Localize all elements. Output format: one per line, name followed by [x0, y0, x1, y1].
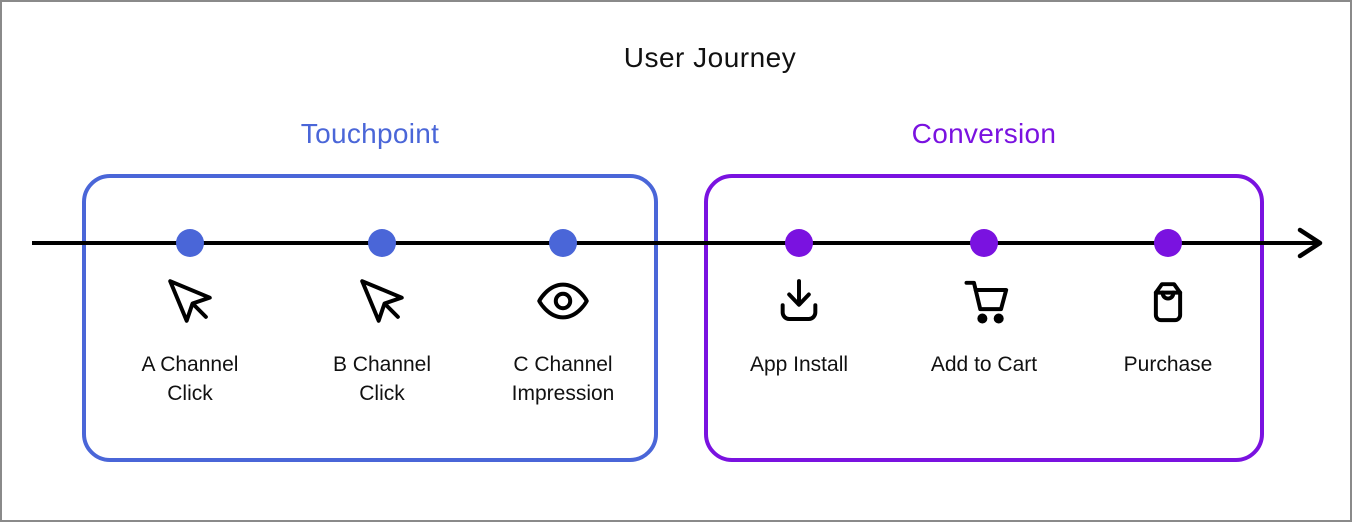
timeline-dot: [970, 229, 998, 257]
timeline-dot: [785, 229, 813, 257]
timeline-dot: [1154, 229, 1182, 257]
step-purchase: Purchase: [1078, 272, 1258, 379]
step-a-channel-click: A Channel Click: [100, 272, 280, 408]
step-label: B Channel Click: [332, 353, 432, 405]
timeline-dot: [549, 229, 577, 257]
step-label: Purchase: [1123, 353, 1213, 376]
group-label-conversion: Conversion: [911, 118, 1057, 149]
group-label-touchpoint: Touchpoint: [300, 118, 440, 149]
step-label: App Install: [749, 353, 849, 376]
step-add-to-cart: Add to Cart: [894, 272, 1074, 379]
conversion-group-box: [704, 174, 1264, 462]
cursor-click-icon: [162, 272, 218, 330]
step-label: A Channel Click: [141, 353, 239, 405]
eye-icon: [532, 272, 594, 330]
timeline-arrowhead-icon: [1297, 227, 1323, 259]
step-app-install: App Install: [709, 272, 889, 379]
step-b-channel-click: B Channel Click: [292, 272, 472, 408]
touchpoint-group-box: [82, 174, 658, 462]
cursor-click-icon: [354, 272, 410, 330]
step-label: Add to Cart: [930, 353, 1038, 376]
diagram-title: User Journey: [623, 42, 797, 73]
shopping-bag-icon: [1140, 272, 1196, 330]
step-c-channel-impression: C Channel Impression: [473, 272, 653, 408]
cart-icon: [955, 272, 1013, 330]
timeline-dot: [176, 229, 204, 257]
timeline-dot: [368, 229, 396, 257]
timeline-axis: [32, 241, 1320, 245]
download-icon: [771, 272, 827, 330]
step-label: C Channel Impression: [511, 353, 615, 405]
